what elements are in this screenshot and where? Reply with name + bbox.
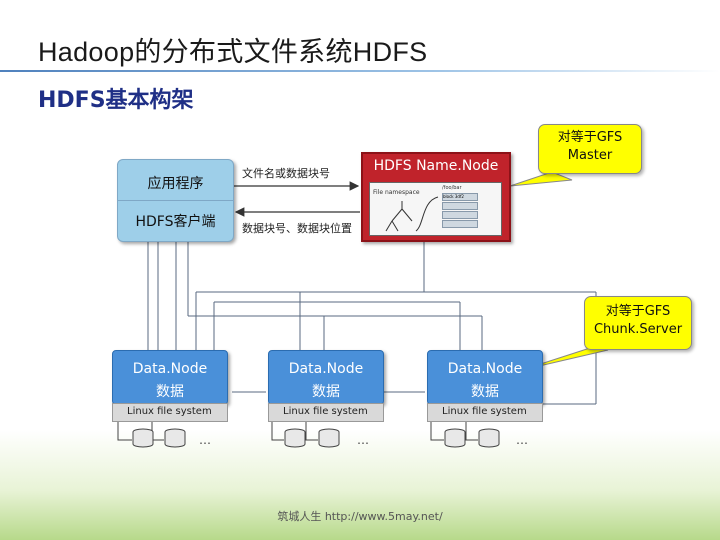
disk-group-2	[271, 420, 340, 448]
hdfs-client-box: 应用程序 HDFS客户端	[117, 159, 234, 242]
request-label: 文件名或数据块号	[242, 167, 330, 180]
namenode-label: HDFS Name.Node	[373, 158, 499, 174]
block-entry	[442, 202, 478, 210]
datanode-label: Data.Node	[132, 361, 208, 377]
application-label: 应用程序	[147, 176, 204, 192]
datanode-label: Data.Node	[288, 361, 364, 377]
namespace-caption: File namespace	[373, 189, 420, 196]
disk-group-3	[430, 420, 500, 448]
namespace-thumbnail: File namespace /foo/bar block 3df2	[369, 182, 502, 236]
datanode-label: Data.Node	[447, 361, 523, 377]
datanode-data-label: 数据	[156, 384, 184, 400]
datanode-box: Data.Node 数据	[427, 350, 543, 405]
more-disks-ellipsis: …	[516, 433, 528, 447]
linux-fs-bar: Linux file system	[112, 403, 228, 422]
linux-fs-bar: Linux file system	[268, 403, 384, 422]
namenode-box: HDFS Name.Node File namespace /foo/bar b…	[361, 152, 511, 242]
block-entry	[442, 211, 478, 219]
block-entry	[442, 220, 478, 228]
response-label: 数据块号、数据块位置	[242, 222, 352, 235]
slide-background-gradient	[0, 430, 720, 540]
linux-fs-bar: Linux file system	[427, 403, 543, 422]
foobar-caption: /foo/bar	[442, 185, 462, 191]
hdfs-client-label: HDFS客户端	[135, 214, 216, 230]
title-divider	[0, 70, 720, 72]
namespace-tree-icon	[385, 196, 439, 232]
datanode-box: Data.Node 数据	[268, 350, 384, 405]
slide-title: Hadoop的分布式文件系统HDFS	[38, 37, 428, 67]
gfs-chunkserver-callout: 对等于GFS Chunk.Server	[584, 296, 692, 350]
datanode-box: Data.Node 数据	[112, 350, 228, 405]
block-entry: block 3df2	[442, 193, 478, 201]
datanode-data-label: 数据	[471, 384, 499, 400]
gfs-master-text: 对等于GFS Master	[557, 130, 623, 163]
gfs-chunkserver-text: 对等于GFS Chunk.Server	[593, 304, 683, 337]
more-disks-ellipsis: …	[199, 433, 211, 447]
footer-credit: 筑城人生 http://www.5may.net/	[277, 510, 443, 523]
master-callout-pointer	[509, 171, 573, 187]
more-disks-ellipsis: …	[357, 433, 369, 447]
slide-subtitle: HDFS基本构架	[38, 88, 194, 113]
gfs-master-callout: 对等于GFS Master	[538, 124, 642, 174]
disk-group-1	[117, 420, 186, 448]
client-divider	[118, 200, 233, 201]
datanode-data-label: 数据	[312, 384, 340, 400]
